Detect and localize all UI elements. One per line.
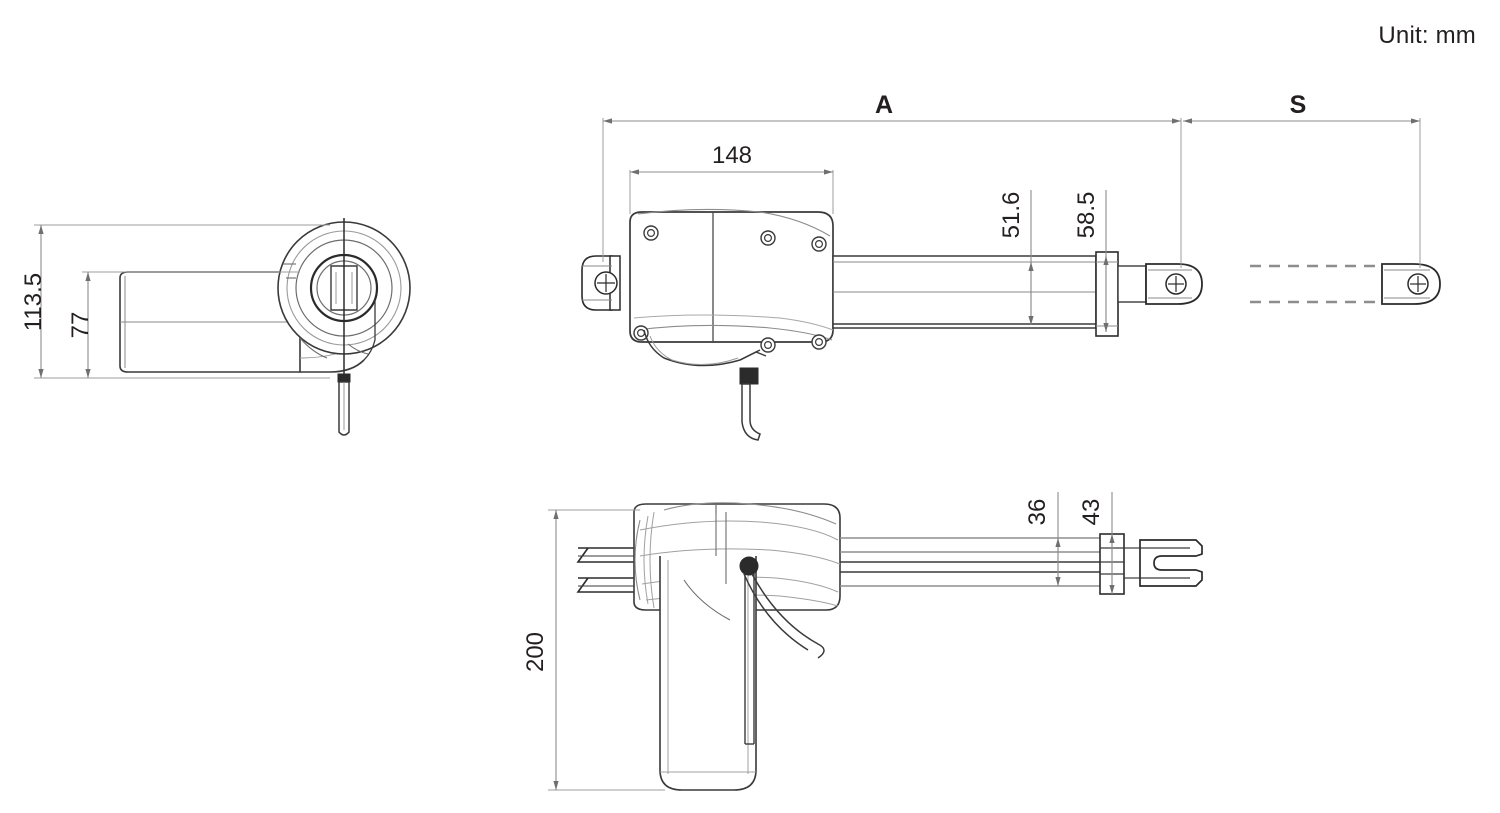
front-clevis-extended [1381,263,1441,305]
dimension-148: 148 [630,142,833,175]
fork-end-plan [1139,539,1203,587]
dimension-label-200: 200 [522,632,549,672]
piston-rod [1117,265,1147,303]
dimension-label-51-6: 51.6 [998,192,1025,239]
dimension-S: S [1183,91,1420,124]
cable-plan [683,556,825,745]
front-view-geometry [119,218,411,436]
dimension-label-A: A [875,91,893,119]
dimension-label-148: 148 [712,142,752,169]
tube-end-cap-plan [1099,533,1140,595]
dimension-label-77: 77 [67,312,94,339]
front-clevis-retracted [1145,263,1203,305]
dimension-label-36: 36 [1024,499,1051,526]
unit-note: Unit: mm [1378,22,1476,49]
dimension-label-58-5: 58.5 [1073,192,1100,239]
dimension-43: 43 [1078,492,1115,594]
dimension-36: 36 [1024,492,1061,586]
dimension-label-113-5: 113.5 [20,273,47,331]
dimension-200: 200 [522,510,559,790]
side-view-dimensions: A S 148 51.6 58.5 [602,91,1421,332]
dimension-51-6: 51.6 [998,190,1034,325]
side-view-geometry [581,208,1441,441]
rear-clevis [581,255,621,311]
motor-housing [629,208,834,441]
front-view-dimensions: 113.5 77 [20,224,330,379]
stroke-extension-dashed [1250,264,1382,304]
tube-plan [840,537,1100,587]
dimension-77: 77 [67,272,94,378]
outer-tube [832,255,1097,329]
dimension-label-43: 43 [1078,499,1105,526]
rear-mount-prongs [576,547,637,593]
tube-end-cap [1095,251,1119,337]
top-view-geometry [576,502,1203,791]
dimension-58-5: 58.5 [1073,190,1109,332]
handle-body [659,504,757,791]
dimension-label-S: S [1290,91,1307,119]
dimension-113-5: 113.5 [20,225,47,378]
dimension-A: A [603,91,1181,124]
top-view-dimensions: 200 36 43 [522,492,1115,791]
